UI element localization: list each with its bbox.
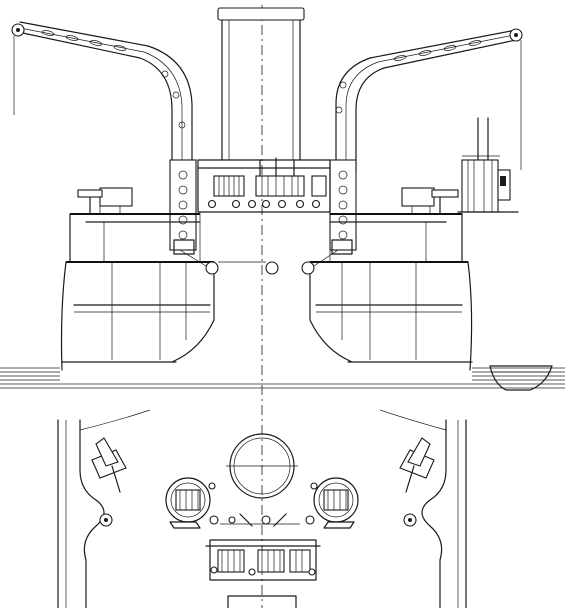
deck-opening xyxy=(226,433,298,499)
mast-winch xyxy=(457,117,519,213)
capstan-left xyxy=(165,477,219,529)
bottom-hatch xyxy=(227,595,297,608)
plan-view xyxy=(57,409,467,608)
bow-hull xyxy=(60,249,473,371)
capstan-right xyxy=(305,477,359,529)
anchor-hawse-left xyxy=(91,437,127,527)
left-davit xyxy=(11,21,197,255)
right-davit xyxy=(329,28,523,255)
left-gun xyxy=(77,187,141,215)
deckhouse-winches xyxy=(197,157,331,213)
funnel xyxy=(217,7,305,161)
ship-boat xyxy=(489,365,553,391)
waterline xyxy=(0,367,565,389)
anchor-hawse-right xyxy=(399,437,435,527)
plan-winches xyxy=(205,539,321,581)
deck-fittings xyxy=(220,513,300,527)
upper-deck xyxy=(69,212,463,263)
right-gun xyxy=(391,187,459,215)
